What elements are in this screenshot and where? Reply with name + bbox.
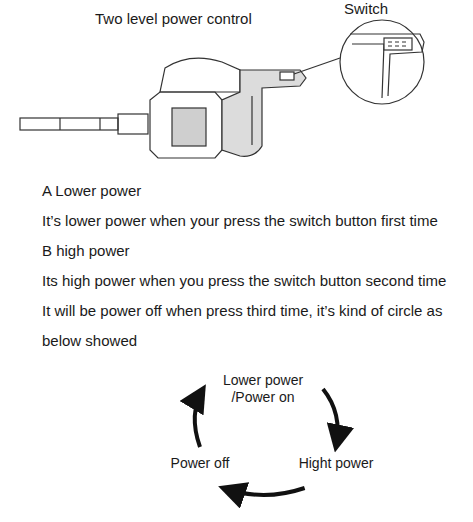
- motor-top: [160, 58, 240, 92]
- switch-button: [280, 72, 294, 80]
- cycle-state: Hight power: [295, 453, 378, 474]
- filter-window: [172, 108, 206, 146]
- cycle-arrow: [323, 389, 338, 447]
- leader-line: [294, 58, 340, 74]
- zoom-switch: [384, 38, 412, 50]
- instruction-line: It will be power off when press third ti…: [42, 296, 467, 356]
- instruction-text: A Lower powerIt’s lower power when your …: [42, 176, 467, 356]
- state-text: Power off: [171, 455, 230, 472]
- switch-dots: [388, 42, 406, 46]
- state-text: Hight power: [299, 455, 374, 472]
- instruction-line: Its high power when you press the switch…: [42, 266, 467, 296]
- cycle-arrow: [195, 389, 203, 447]
- instruction-line: A Lower power: [42, 176, 467, 206]
- handle-grip: [251, 96, 252, 145]
- zoom-circle: [340, 20, 424, 104]
- diagram-title: Two level power control: [95, 10, 252, 27]
- state-text: Lower power /Power on: [213, 372, 313, 406]
- zoom-handle-inner: [352, 44, 384, 98]
- instruction-line: It’s lower power when your press the swi…: [42, 206, 467, 236]
- instruction-line: B high power: [42, 236, 467, 266]
- handle: [222, 70, 306, 156]
- wand-tube: [20, 118, 118, 130]
- tube-marks: [60, 118, 100, 130]
- cycle-state: Power off: [167, 453, 234, 474]
- zoom-handle: [350, 34, 424, 96]
- cycle-state: Lower power /Power on: [209, 370, 317, 408]
- part-label: Switch: [344, 0, 388, 17]
- dust-cup: [150, 92, 222, 158]
- tube-joint: [118, 114, 148, 134]
- cycle-arrow: [223, 488, 304, 495]
